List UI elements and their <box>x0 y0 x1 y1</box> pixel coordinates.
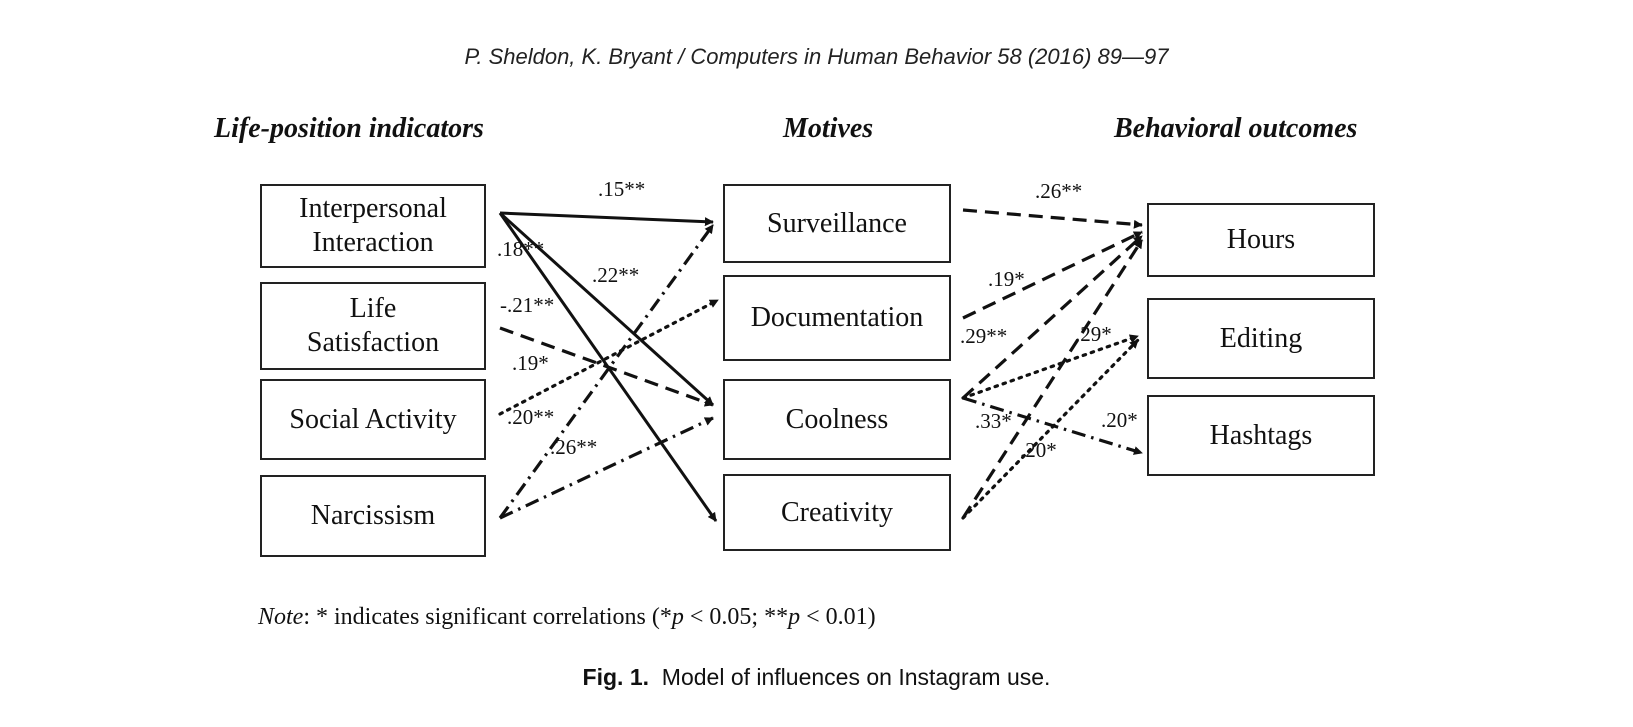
path-arrow-narcissism-to-coolness <box>499 416 714 520</box>
caption-text: Model of influences on Instagram use. <box>661 664 1051 690</box>
node-label: Social Activity <box>289 403 457 435</box>
path-coefficient: .20** <box>507 405 554 429</box>
path-arrow-interpersonal-to-surveillance <box>499 211 714 227</box>
path-arrow-coolness-to-editing <box>961 334 1140 400</box>
node-surveillance: Surveillance <box>723 184 951 263</box>
path-arrow-coolness-to-hours <box>961 234 1144 400</box>
path-coefficient: .19* <box>988 267 1025 291</box>
node-label: Editing <box>1219 322 1303 354</box>
path-coefficient: .33* <box>975 409 1012 433</box>
figure-caption: Fig. 1. Model of influences on Instagram… <box>0 664 1633 691</box>
path-coefficient: .26** <box>1035 179 1082 203</box>
significance-note: Note: * indicates significant correlatio… <box>258 604 876 631</box>
node-label: Surveillance <box>767 207 907 239</box>
note-text-1: : * indicates significant correlations (… <box>303 604 672 630</box>
path-arrow-surveillance-to-hours <box>962 208 1143 229</box>
node-label: Narcissism <box>310 500 436 531</box>
node-hashtags: Hashtags <box>1147 395 1375 476</box>
node-social-activity: Social Activity <box>260 379 486 460</box>
path-arrow-creativity-to-editing <box>961 338 1140 520</box>
note-text-3: < 0.01) <box>800 604 876 630</box>
node-creativity: Creativity <box>723 474 951 551</box>
node-interpersonal-interaction: Interpersonal Interaction <box>260 184 486 268</box>
caption-label: Fig. 1. <box>582 664 649 690</box>
node-label: Hours <box>1226 224 1296 255</box>
path-coefficient: .19* <box>512 351 549 375</box>
path-arrow-narcissism-to-surveillance <box>498 224 715 519</box>
path-arrow-creativity-to-hours <box>961 239 1144 519</box>
note-label: Note <box>258 604 304 630</box>
path-coefficient: .26** <box>550 435 597 459</box>
node-label-line-2: Interaction <box>312 227 434 258</box>
running-header: P. Sheldon, K. Bryant / Computers in Hum… <box>464 44 1169 69</box>
node-label: Hashtags <box>1209 419 1313 451</box>
node-label: Coolness <box>785 403 889 435</box>
node-label-line-1: Life <box>349 293 397 324</box>
path-coefficient: .20* <box>1101 408 1138 432</box>
path-arrow-interpersonal-to-coolness <box>498 211 715 407</box>
path-arrow-documentation-to-hours <box>962 230 1143 320</box>
path-coefficient: .20* <box>1020 438 1057 462</box>
note-p-2: p <box>788 604 801 630</box>
path-coefficient: .18** <box>497 237 544 261</box>
node-label-line-2: Satisfaction <box>306 327 440 358</box>
node-editing: Editing <box>1147 298 1375 379</box>
node-hours: Hours <box>1147 203 1375 277</box>
path-arrow-social-activity-to-documentation <box>498 298 720 416</box>
node-label-line-1: Interpersonal <box>299 193 447 224</box>
path-coefficient: .22** <box>592 263 639 287</box>
node-documentation: Documentation <box>723 275 951 361</box>
path-coefficient: .29* <box>1075 322 1112 346</box>
note-p-1: p <box>671 604 684 630</box>
path-coefficient: .29** <box>960 324 1007 348</box>
node-label: Documentation <box>750 302 924 333</box>
node-coolness: Coolness <box>723 379 951 460</box>
node-label: Creativity <box>781 496 893 528</box>
column-title-outcomes: Behavioral outcomes <box>1114 113 1358 144</box>
node-life-satisfaction: Life Satisfaction <box>260 282 486 370</box>
path-arrow-life-satisfaction-to-coolness <box>499 326 714 407</box>
node-narcissism: Narcissism <box>260 475 486 557</box>
path-coefficient: -.21** <box>500 293 554 317</box>
column-title-motives: Motives <box>783 113 874 144</box>
path-coefficient: .15** <box>598 177 645 201</box>
column-title-indicators: Life-position indicators <box>214 113 484 144</box>
note-text-2: < 0.05; ** <box>683 604 789 630</box>
